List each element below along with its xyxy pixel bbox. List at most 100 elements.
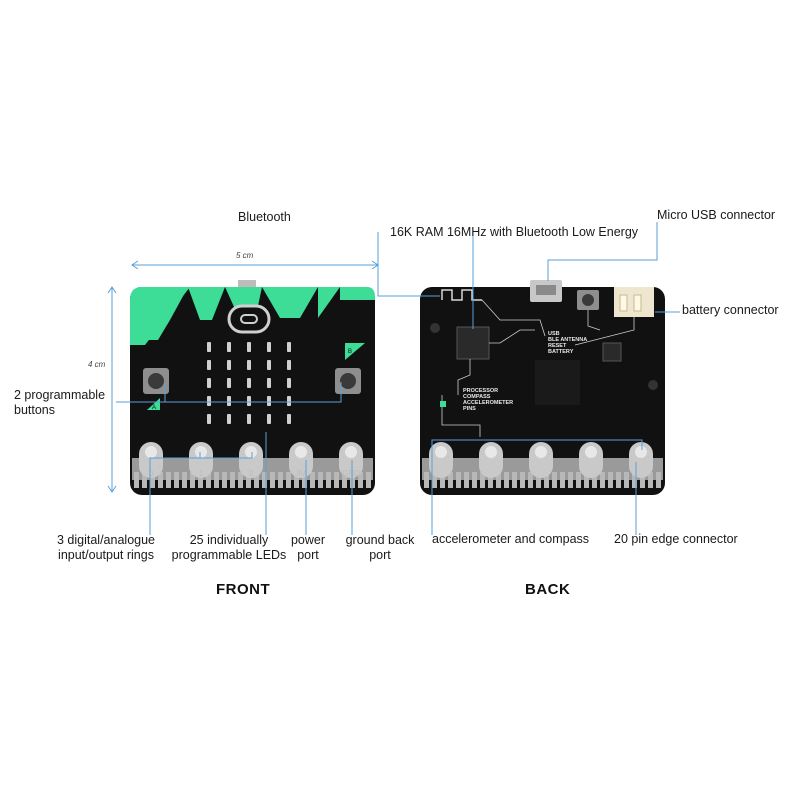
back-ring-hole — [585, 446, 597, 458]
ground-label: ground back port — [345, 533, 415, 562]
front-edge-finger — [230, 472, 235, 488]
back-edge-finger — [448, 472, 453, 488]
front-edge-finger — [318, 472, 323, 488]
back-edge-finger — [560, 472, 565, 488]
compass-marker — [440, 401, 446, 407]
back-ring-pad — [579, 442, 603, 478]
back-edge-finger — [632, 472, 637, 488]
led — [227, 342, 231, 352]
front-pin-label: 0 — [149, 469, 154, 478]
led — [207, 342, 211, 352]
back-edge-finger — [656, 472, 661, 488]
front-ring-hole — [195, 446, 207, 458]
led — [207, 360, 211, 370]
bluetooth-label: Bluetooth — [238, 210, 291, 224]
back-edge-finger — [520, 472, 525, 488]
back-edge-finger — [424, 472, 429, 488]
usb-label: Micro USB connector — [657, 208, 776, 222]
battery-pin-1 — [619, 294, 628, 312]
led — [247, 378, 251, 388]
front-ring-hole — [245, 446, 257, 458]
back-ring-hole — [635, 446, 647, 458]
trace-usb — [489, 329, 535, 344]
front-ring-pad — [339, 442, 363, 478]
back-edge-finger — [432, 472, 437, 488]
back-edge-connector — [422, 442, 663, 488]
trace-battery — [574, 317, 635, 346]
back-edge-finger — [512, 472, 517, 488]
led — [267, 396, 271, 406]
buttons-leader-b — [165, 382, 342, 403]
led — [247, 414, 251, 424]
battery-connector-label: battery connector — [682, 303, 779, 317]
microbit-logo-inner — [240, 314, 258, 324]
front-edge-finger — [206, 472, 211, 488]
back-edge-finger — [528, 472, 533, 488]
front-edge-finger — [182, 472, 187, 488]
led — [287, 396, 291, 406]
ram-label: 16K RAM 16MHz with Bluetooth Low Energy — [390, 225, 639, 239]
front-ring-pad — [289, 442, 313, 478]
button-a-cap — [148, 373, 164, 389]
height-dimension-label: 4 cm — [88, 360, 106, 369]
back-ring-pad — [429, 442, 453, 478]
accel-leader — [431, 439, 643, 535]
front-pin-label: 3V — [296, 469, 306, 478]
front-ring-pad — [189, 442, 213, 478]
accel-label: accelerometer and compass — [432, 532, 590, 546]
led — [287, 378, 291, 388]
front-edge-finger — [262, 472, 267, 488]
back-silkscreen-label: BATTERY — [548, 349, 574, 355]
front-edge-finger — [310, 472, 315, 488]
button-b-cap — [340, 373, 356, 389]
front-edge-finger — [222, 472, 227, 488]
back-edge-finger — [504, 472, 509, 488]
front-edge-finger — [150, 472, 155, 488]
front-edge-finger — [326, 472, 331, 488]
back-area-shadow — [535, 360, 580, 405]
front-edge-finger — [198, 472, 203, 488]
front-edge-finger — [342, 472, 347, 488]
back-edge-finger — [456, 472, 461, 488]
back-silkscreen-label: ACCELEROMETER — [463, 400, 513, 406]
led — [287, 342, 291, 352]
front-edge-finger — [166, 472, 171, 488]
back-edge-finger — [640, 472, 645, 488]
back-edge-finger — [592, 472, 597, 488]
front-green-left — [130, 287, 190, 345]
button-a-marker — [147, 398, 160, 410]
back-edge-finger — [464, 472, 469, 488]
led — [247, 360, 251, 370]
led — [207, 396, 211, 406]
back-silkscreen-label: USB — [548, 331, 560, 337]
width-arrow-left — [131, 260, 139, 270]
front-edge-finger — [270, 472, 275, 488]
led-matrix — [207, 342, 291, 424]
front-edge-finger — [190, 472, 195, 488]
usb-leader — [547, 222, 658, 281]
front-edge-finger — [286, 472, 291, 488]
front-board-body — [130, 287, 375, 495]
front-green-pattern — [138, 287, 375, 340]
mount-hole-left — [430, 323, 440, 333]
front-edge-finger — [214, 472, 219, 488]
back-silkscreen-label: PINS — [463, 406, 476, 412]
front-edge-finger — [174, 472, 179, 488]
button-b-letter: B — [348, 349, 352, 355]
battery-pin-2 — [633, 294, 642, 312]
back-silkscreen-label: PROCESSOR — [463, 388, 498, 394]
back-ring-hole — [435, 446, 447, 458]
back-ring-pad — [479, 442, 503, 478]
width-dimension-label: 5 cm — [236, 251, 254, 260]
back-edge-finger — [472, 472, 477, 488]
front-ring-hole — [295, 446, 307, 458]
led — [227, 396, 231, 406]
annotation-lines — [107, 222, 680, 535]
led — [267, 360, 271, 370]
led — [247, 396, 251, 406]
